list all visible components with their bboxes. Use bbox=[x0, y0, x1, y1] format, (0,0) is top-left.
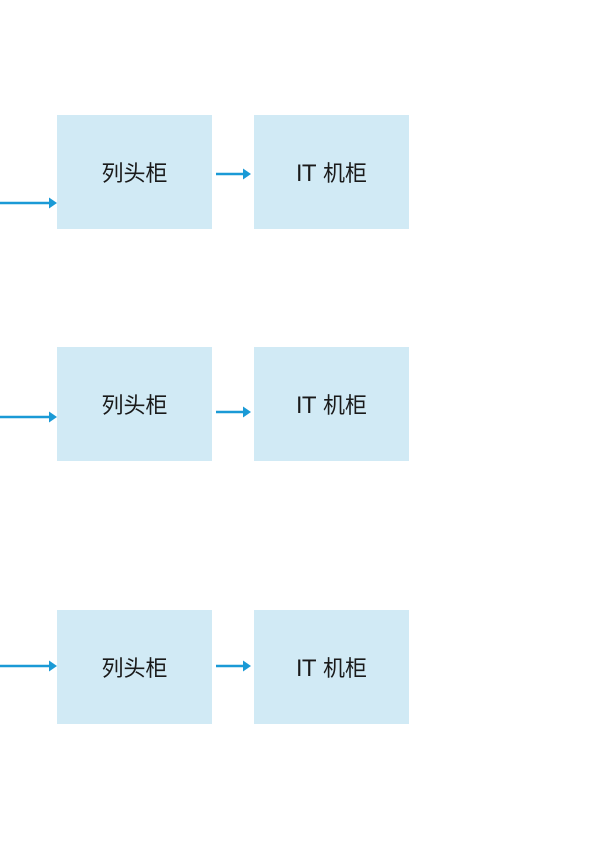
column-head-cabinet-box-3: 列头柜 bbox=[57, 610, 212, 724]
incoming-arrow-1 bbox=[0, 197, 57, 209]
column-head-cabinet-label: 列头柜 bbox=[101, 657, 168, 682]
it-cabinet-box-2: IT 机柜 bbox=[254, 347, 409, 461]
connector-arrow-2 bbox=[216, 406, 251, 418]
it-cabinet-label: IT 机柜 bbox=[296, 394, 367, 419]
incoming-arrow-2 bbox=[0, 411, 57, 423]
column-head-cabinet-box-1: 列头柜 bbox=[57, 115, 212, 229]
incoming-arrow-3 bbox=[0, 660, 57, 672]
connector-arrow-1 bbox=[216, 168, 251, 180]
it-cabinet-box-3: IT 机柜 bbox=[254, 610, 409, 724]
it-cabinet-label: IT 机柜 bbox=[296, 657, 367, 682]
connector-arrow-3 bbox=[216, 660, 251, 672]
column-head-cabinet-label: 列头柜 bbox=[101, 394, 168, 419]
flow-row-1: 列头柜 IT 机柜 bbox=[0, 115, 600, 229]
column-head-cabinet-box-2: 列头柜 bbox=[57, 347, 212, 461]
column-head-cabinet-label: 列头柜 bbox=[101, 162, 168, 187]
it-cabinet-box-1: IT 机柜 bbox=[254, 115, 409, 229]
flow-row-2: 列头柜 IT 机柜 bbox=[0, 347, 600, 461]
it-cabinet-label: IT 机柜 bbox=[296, 162, 367, 187]
flow-row-3: 列头柜 IT 机柜 bbox=[0, 610, 600, 724]
